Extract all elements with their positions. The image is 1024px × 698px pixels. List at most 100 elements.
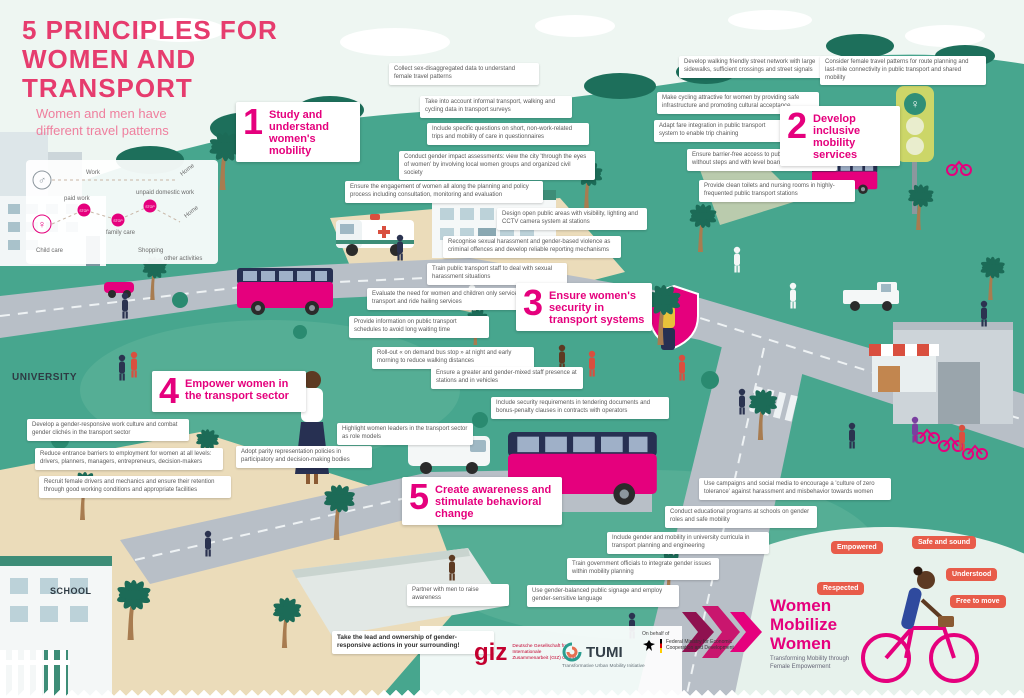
p4-tip-4: Adopt parity representation policies in …	[236, 446, 372, 468]
p4-tip-3: Recruit female drivers and mechanics and…	[39, 476, 231, 498]
ambulance-icon	[336, 214, 414, 256]
school-building	[0, 556, 112, 698]
giz-wordmark: giz	[474, 639, 508, 666]
principle-2-title: Develop inclusive mobility services	[813, 113, 861, 162]
principle-5-number: 5	[409, 476, 430, 517]
p3-tip-7: Ensure a greater and gender-mixed staff …	[431, 367, 583, 389]
p1-tip-1: Collect sex-disaggregated data to unders…	[389, 63, 539, 85]
clouds	[135, 10, 985, 56]
p2-tip-2: Consider female travel patterns for rout…	[820, 56, 986, 86]
traffic-light-icon: ♀	[896, 86, 934, 214]
p2-tip-1: Develop walking friendly street network …	[679, 56, 825, 78]
poster-title: 5 PRINCIPLES FOR WOMEN AND TRANSPORT	[22, 15, 278, 104]
wmw-title: Women Mobilize Women	[770, 596, 838, 654]
svg-text:STOP: STOP	[113, 219, 123, 223]
wmw-logo-chevrons	[682, 606, 762, 658]
giz-description: Deutsche Gesellschaft für Internationale…	[512, 644, 577, 661]
svg-text:♀: ♀	[911, 97, 920, 111]
principle-2: 2 Develop inclusive mobility services	[780, 105, 900, 167]
ministry-name: Federal Ministry for Economic Cooperatio…	[666, 639, 734, 651]
pickup-truck-icon	[843, 282, 899, 311]
bubble-respected: Respected	[817, 582, 865, 595]
german-flag-bar	[660, 639, 662, 653]
p4-tip-5: Highlight women leaders in the transport…	[337, 423, 473, 445]
label-child-care: Child care	[36, 248, 64, 254]
on-behalf-label: On behalf of	[642, 631, 670, 637]
p5-tip-4: Train government officials to integrate …	[567, 558, 719, 580]
label-other-activities: other activities	[164, 256, 202, 262]
travel-pattern-diagram: ♂ Work Home ♀ STOP STOP STOP paid work f…	[26, 160, 218, 264]
tumi-wordmark: TUMI	[586, 643, 623, 661]
bubble-free: Free to move	[950, 595, 1006, 608]
p3-tip-8: Include security requirements in tenderi…	[491, 397, 669, 419]
p3-tip-5: Provide information on public transport …	[349, 316, 489, 338]
principle-5-title: Create awareness and stimulate behaviora…	[435, 484, 552, 521]
giz-logo: giz Deutsche Gesellschaft für Internatio…	[474, 641, 578, 665]
p5-tip-2: Conduct educational programs at schools …	[665, 506, 817, 528]
p1-tip-5: Ensure the engagement of women all along…	[345, 181, 543, 203]
p2-tip-3: Make cycling attractive for women by pro…	[657, 92, 819, 114]
car-icon	[104, 282, 134, 298]
p3-tip-3: Train public transport staff to deal wit…	[427, 263, 567, 285]
principle-5: 5 Create awareness and stimulate behavio…	[402, 476, 562, 526]
p3-tip-4: Evaluate the need for women and children…	[367, 288, 555, 310]
bus-icon	[237, 268, 333, 315]
principle-1-title: Study and understand women's mobility	[269, 109, 329, 158]
bottom-zigzag-border	[0, 686, 1024, 698]
bushes	[51, 292, 719, 449]
p3-tip-2: Recognise sexual harassment and gender-b…	[443, 236, 621, 258]
bubble-safe: Safe and sound	[912, 536, 977, 549]
principle-4: 4 Empower women in the transport sector	[152, 371, 306, 412]
label-paid-work: paid work	[64, 196, 91, 202]
principle-3-number: 3	[523, 282, 544, 323]
bubble-empowered: Empowered	[831, 541, 883, 554]
right-buildings	[869, 322, 1013, 424]
principle-3: 3 Ensure women's security in transport s…	[516, 282, 652, 332]
principle-2-number: 2	[787, 105, 808, 146]
p5-tip-7: Take the lead and ownership of gender-re…	[332, 631, 494, 654]
federal-eagle-icon	[643, 640, 655, 651]
p2-tip-6: Provide clean toilets and nursing rooms …	[699, 180, 855, 202]
tumi-description: Transformative Urban Mobility Initiative	[562, 664, 645, 669]
picket-fence	[0, 650, 70, 696]
wmw-subtitle: Transforming Mobility through Female Emp…	[770, 656, 850, 670]
label-work: Work	[86, 170, 101, 176]
p3-tip-6: Roll-out « on demand bus stop » at night…	[372, 347, 534, 369]
male-icon: ♂	[38, 175, 46, 187]
principle-3-title: Ensure women's security in transport sys…	[549, 290, 645, 327]
bicycle-rider-figure	[861, 566, 979, 683]
tumi-swirl-icon	[562, 642, 582, 662]
tumi-logo: TUMI Transformative Urban Mobility Initi…	[562, 642, 646, 670]
p1-tip-3: Include specific questions on short, non…	[427, 123, 589, 145]
label-unpaid-work: unpaid domestic work	[136, 190, 195, 196]
p1-tip-2: Take into account informal transport, wa…	[420, 96, 572, 118]
label-home: Home	[180, 163, 197, 178]
bike-share-station	[914, 160, 988, 460]
label-home: Home	[184, 205, 201, 220]
principle-1: 1 Study and understand women's mobility	[236, 101, 360, 163]
p4-tip-1: Develop a gender-responsive work culture…	[27, 419, 189, 441]
svg-text:STOP: STOP	[145, 205, 155, 209]
poster-subtitle: Women and men have different travel patt…	[36, 106, 169, 138]
p1-tip-4: Conduct gender impact assessments: view …	[399, 151, 595, 181]
label-school: SCHOOL	[50, 586, 92, 596]
p2-tip-4: Adapt fare integration in public transpo…	[654, 120, 784, 142]
market-stall	[869, 344, 939, 392]
bmz-logo: On behalf of Federal Ministry for Econom…	[642, 631, 744, 653]
principle-4-number: 4	[159, 370, 180, 411]
female-icon: ♀	[38, 219, 46, 231]
stop-badge: STOP	[143, 199, 157, 213]
label-shopping: Shopping	[138, 248, 163, 254]
svg-text:STOP: STOP	[79, 209, 89, 213]
p5-tip-6: Partner with men to raise awareness	[407, 584, 509, 606]
principle-4-title: Empower women in the transport sector	[185, 378, 289, 403]
principle-1-number: 1	[243, 101, 264, 142]
p4-tip-2: Reduce entrance barriers to employment f…	[35, 448, 223, 470]
label-university: UNIVERSITY	[12, 372, 78, 383]
label-family-care: family care	[106, 230, 136, 236]
stop-badge: STOP	[111, 213, 125, 227]
p5-tip-1: Use campaigns and social media to encour…	[699, 478, 891, 500]
p3-tip-1: Design open public areas with visibility…	[497, 208, 647, 230]
stop-badge: STOP	[77, 203, 91, 217]
